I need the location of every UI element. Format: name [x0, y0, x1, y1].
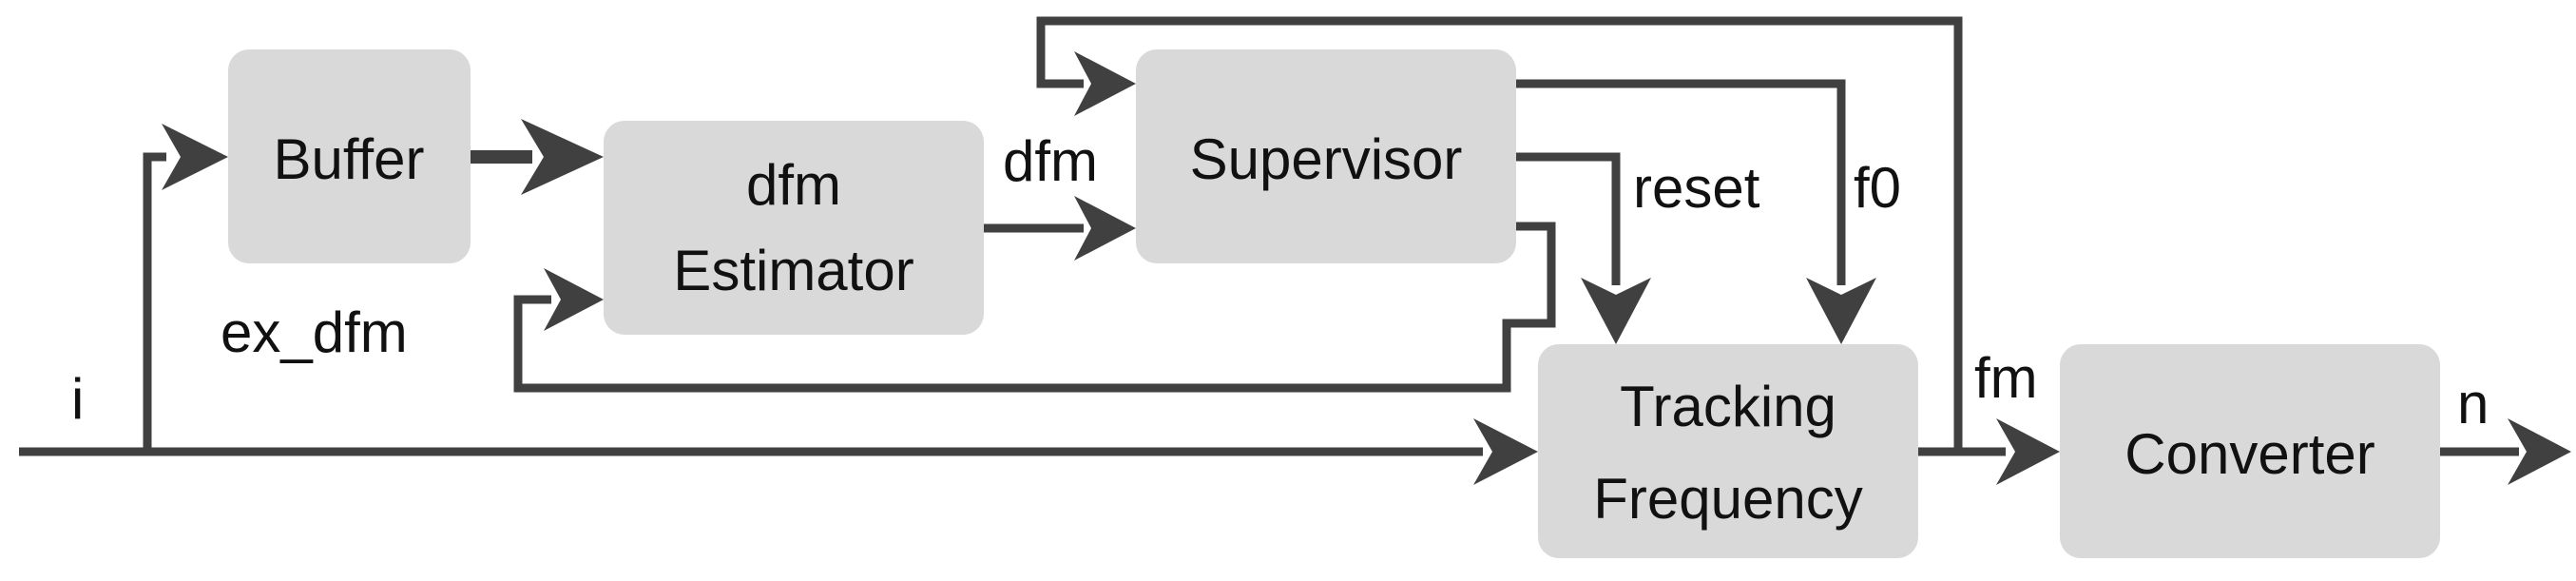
estimator-label-line2: Estimator — [673, 239, 913, 302]
tracking-label-line2: Frequency — [1593, 467, 1862, 531]
arrowhead-fm-into-converter — [1996, 418, 2060, 485]
arrowhead-into-buffer — [162, 124, 228, 190]
supervisor-label: Supervisor — [1190, 127, 1463, 191]
arrowhead-fm-into-supervisor — [1074, 51, 1136, 116]
reset-line — [1516, 152, 1621, 285]
f0-signal-label: f0 — [1854, 156, 1901, 220]
output-signal-label: n — [2457, 372, 2489, 436]
input-signal-label: i — [71, 367, 84, 431]
f0-line — [1516, 79, 1846, 285]
arrowhead-reset-into-tracking — [1581, 278, 1651, 344]
ex-dfm-signal-label: ex_dfm — [221, 300, 408, 364]
arrowhead-dfm-into-supervisor — [1074, 196, 1136, 261]
tracking-label-line1: Tracking — [1620, 375, 1836, 438]
dfm-estimator-block — [604, 121, 984, 335]
tracking-frequency-block — [1538, 344, 1918, 558]
estimator-label-line1: dfm — [746, 153, 841, 217]
arrowhead-f0-into-tracking — [1806, 278, 1876, 344]
arrowhead-input-into-tracking — [1473, 418, 1538, 485]
arrowhead-ex-dfm-into-estimator — [544, 268, 604, 331]
arrowhead-output — [2508, 418, 2571, 485]
converter-label: Converter — [2124, 422, 2374, 486]
reset-signal-label: reset — [1633, 156, 1760, 220]
converter-block — [2060, 344, 2440, 558]
dfm-signal-label: dfm — [1003, 129, 1098, 193]
supervisor-block — [1136, 49, 1516, 263]
buffer-block — [228, 49, 471, 263]
ex-dfm-feedback-line — [513, 222, 1556, 393]
arrowhead-into-estimator — [521, 119, 604, 195]
buffer-label: Buffer — [274, 127, 425, 191]
fm-signal-label: fm — [1974, 346, 2038, 410]
input-branch-to-buffer — [143, 152, 166, 452]
fm-feedback-line — [1036, 16, 1963, 452]
